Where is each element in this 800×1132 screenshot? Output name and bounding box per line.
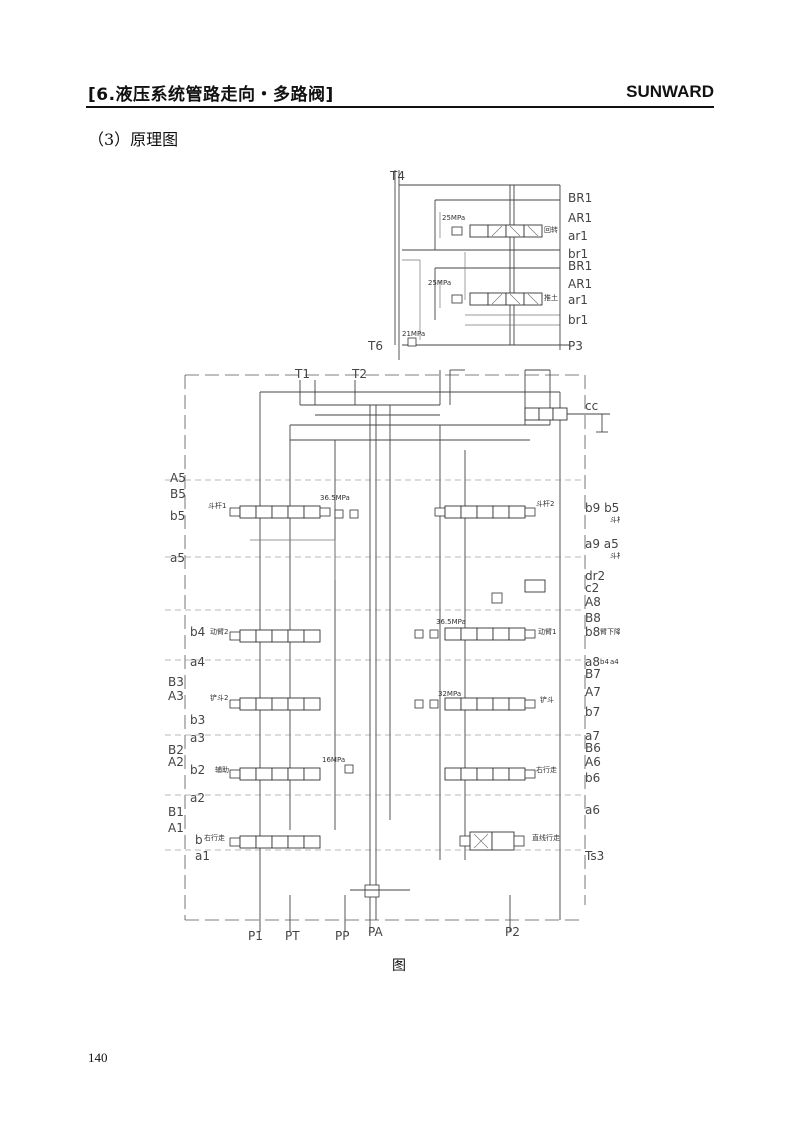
port-b6: B6 [585,741,601,755]
label-boom2: 动臂2 [210,627,228,636]
port-a2: A2 [168,755,184,769]
label-relief-16: 16MPa [322,756,345,764]
label-boom-down: 臂下降 [600,627,620,636]
left-spools: 斗杆1 36.5MPa 动臂2 铲斗2 辅助 16MPa [204,494,410,898]
port-b8s: b8 [585,625,600,639]
port-b6s: b6 [585,771,600,785]
label-bucket: 铲斗 [540,695,554,704]
top-valve-block: T4 25MPa 25MPa 回转 推土 BR1 AR1 ar1 [367,169,592,360]
port-t2: T2 [351,367,367,381]
port-a7s: a7 [585,729,600,743]
port-a4: a4 [190,655,205,669]
label-right-travel2: 右行走 [536,765,557,774]
port-a1s: a1 [195,849,210,863]
left-port-labels: A5 B5 b5 a5 b4 a4 B3 A3 b3 a3 B2 A2 b2 a… [168,471,210,863]
port-a3: A3 [168,689,184,703]
label-slew: 回转 [544,225,558,234]
label-relief-21: 21MPa [402,330,425,338]
port-a3s: a3 [190,731,205,745]
port-pa: PA [368,925,383,939]
port-ts3: Ts3 [584,849,604,863]
page-number: 140 [88,1050,108,1065]
port-a9a5: a9 a5 [585,537,619,551]
port-ar1-c: AR1 [568,277,592,291]
port-b7s: b7 [585,705,600,719]
port-a1: A1 [168,821,184,835]
label-relief-25b: 25MPa [428,279,451,287]
port-b1s: b [195,833,203,847]
bottom-ports: P1 PT PP PA P2 [248,895,520,943]
port-b3s: b3 [190,713,205,727]
label-stick1: 斗杆1 [208,501,226,510]
label-a4-side: a4 [610,658,619,666]
port-t6: T6 [367,339,383,353]
port-p1: P1 [248,929,263,943]
label-b4-side: b4 [600,658,609,666]
port-b8: B8 [585,611,601,625]
label-relief-25a: 25MPa [442,214,465,222]
port-a6: A6 [585,755,601,769]
label-boom1: 动臂1 [538,627,556,636]
right-port-labels: b9 b5 斗杆 a9 a5 斗杆 dr2 c2 A8 B8 b8 臂下降 a8… [584,501,620,863]
port-p2: P2 [505,925,520,939]
main-valve-block: T1 T2 cc [184,367,610,921]
port-b4: b4 [190,625,205,639]
port-a2s: a2 [190,791,205,805]
label-stick-a: 斗杆 [610,515,620,524]
port-b5s: b5 [170,509,185,523]
port-b5: B5 [170,487,186,501]
figure-caption: 图 [392,958,406,974]
port-ar1-a: AR1 [568,211,592,225]
label-aux: 辅助 [215,765,229,774]
port-a5: A5 [170,471,186,485]
header-divider [86,106,714,108]
label-stick2: 斗杆2 [536,499,554,508]
label-stick-b: 斗杆 [610,551,620,560]
port-pp: PP [335,929,349,943]
port-t4: T4 [389,169,405,183]
brand-logo: SUNWARD [626,82,714,101]
port-b2: B2 [168,743,184,757]
port-c2: c2 [585,581,599,595]
port-p3: P3 [568,339,583,353]
section-rails [165,479,585,851]
section-heading: （3）原理图 [88,130,179,149]
port-br1-b: br1 [568,247,588,261]
port-a6s: a6 [585,803,600,817]
label-straight-travel: 直线行走 [532,833,560,842]
label-right-travel: 右行走 [204,833,225,842]
port-ar1-d: ar1 [568,293,588,307]
hydraulic-schematic: T4 25MPa 25MPa 回转 推土 BR1 AR1 ar1 [165,169,620,943]
port-a8s: a8 [585,655,600,669]
port-br1-d: br1 [568,313,588,327]
right-spools: 斗杆2 36.5MPa 动臂1 32MPa 铲斗 右行走 [414,499,560,851]
port-br1-a: BR1 [568,191,592,205]
port-a5s: a5 [170,551,185,565]
port-a7: A7 [585,685,601,699]
port-b2s: b2 [190,763,205,777]
label-push: 推土 [544,293,558,302]
port-br1-c: BR1 [568,259,592,273]
port-t1: T1 [294,367,310,381]
label-bucket2: 铲斗2 [210,693,228,702]
port-b9b5: b9 b5 [585,501,619,515]
label-relief-365a: 36.5MPa [320,494,350,502]
label-relief-365b: 36.5MPa [436,618,466,626]
header-title: [6.液压系统管路走向・多路阀] [88,85,334,105]
port-b3: B3 [168,675,184,689]
port-dr2: dr2 [585,569,605,583]
port-b1: B1 [168,805,184,819]
port-a8: A8 [585,595,601,609]
port-pt: PT [285,929,300,943]
port-b7: B7 [585,667,601,681]
port-ar1-b: ar1 [568,229,588,243]
port-cc: cc [585,399,598,413]
label-relief-32: 32MPa [438,690,461,698]
